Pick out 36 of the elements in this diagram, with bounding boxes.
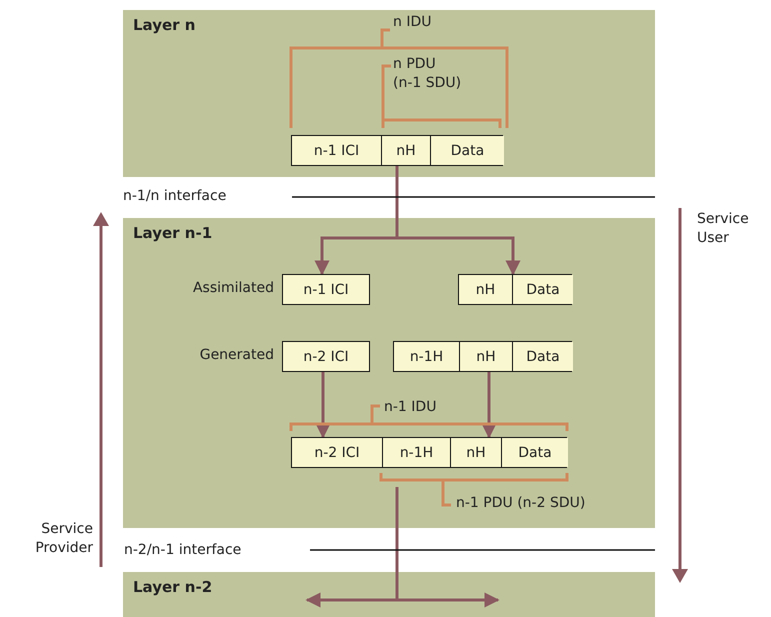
message-record xyxy=(458,274,572,305)
interface-label: n-2/n-1 interface xyxy=(124,541,242,560)
record-field: n-1H xyxy=(382,438,450,467)
layer-title: Layer n xyxy=(133,16,196,34)
interface-label: n-1/n interface xyxy=(123,187,226,206)
arrow xyxy=(316,372,330,438)
record-field: Data xyxy=(512,342,573,371)
message-record xyxy=(393,341,572,372)
record-field: nH xyxy=(381,136,430,165)
layer-band xyxy=(123,218,655,528)
record-field: Data xyxy=(512,275,573,304)
layer-band xyxy=(123,572,655,617)
record-field: n-2 ICI xyxy=(283,342,369,371)
layer-title: Layer n-2 xyxy=(133,578,212,596)
record-field: n-1 ICI xyxy=(283,275,369,304)
arrow xyxy=(482,372,496,438)
direction-label: Service Provider xyxy=(34,520,93,558)
record-field: n-1 ICI xyxy=(292,136,381,165)
direction-label: Service User xyxy=(697,210,750,248)
row-label: Assimilated xyxy=(192,280,274,296)
row-label: Generated xyxy=(200,347,274,363)
record-field: n-1H xyxy=(394,342,459,371)
record-field: nH xyxy=(459,342,512,371)
message-record xyxy=(291,135,503,166)
record-field: Data xyxy=(430,136,504,165)
bracket-label: n-1 PDU (n-2 SDU) xyxy=(456,494,586,513)
record-field: nH xyxy=(450,438,501,467)
bracket-label: n-1 IDU xyxy=(384,398,436,417)
message-record xyxy=(291,437,567,468)
bracket-label: n IDU xyxy=(393,13,432,32)
record-field: n-2 ICI xyxy=(292,438,382,467)
bracket-label: n PDU (n-1 SDU) xyxy=(393,55,462,93)
layer-title: Layer n-1 xyxy=(133,224,212,242)
record-field: Data xyxy=(501,438,568,467)
layer-band xyxy=(123,10,655,177)
record-field: nH xyxy=(459,275,512,304)
